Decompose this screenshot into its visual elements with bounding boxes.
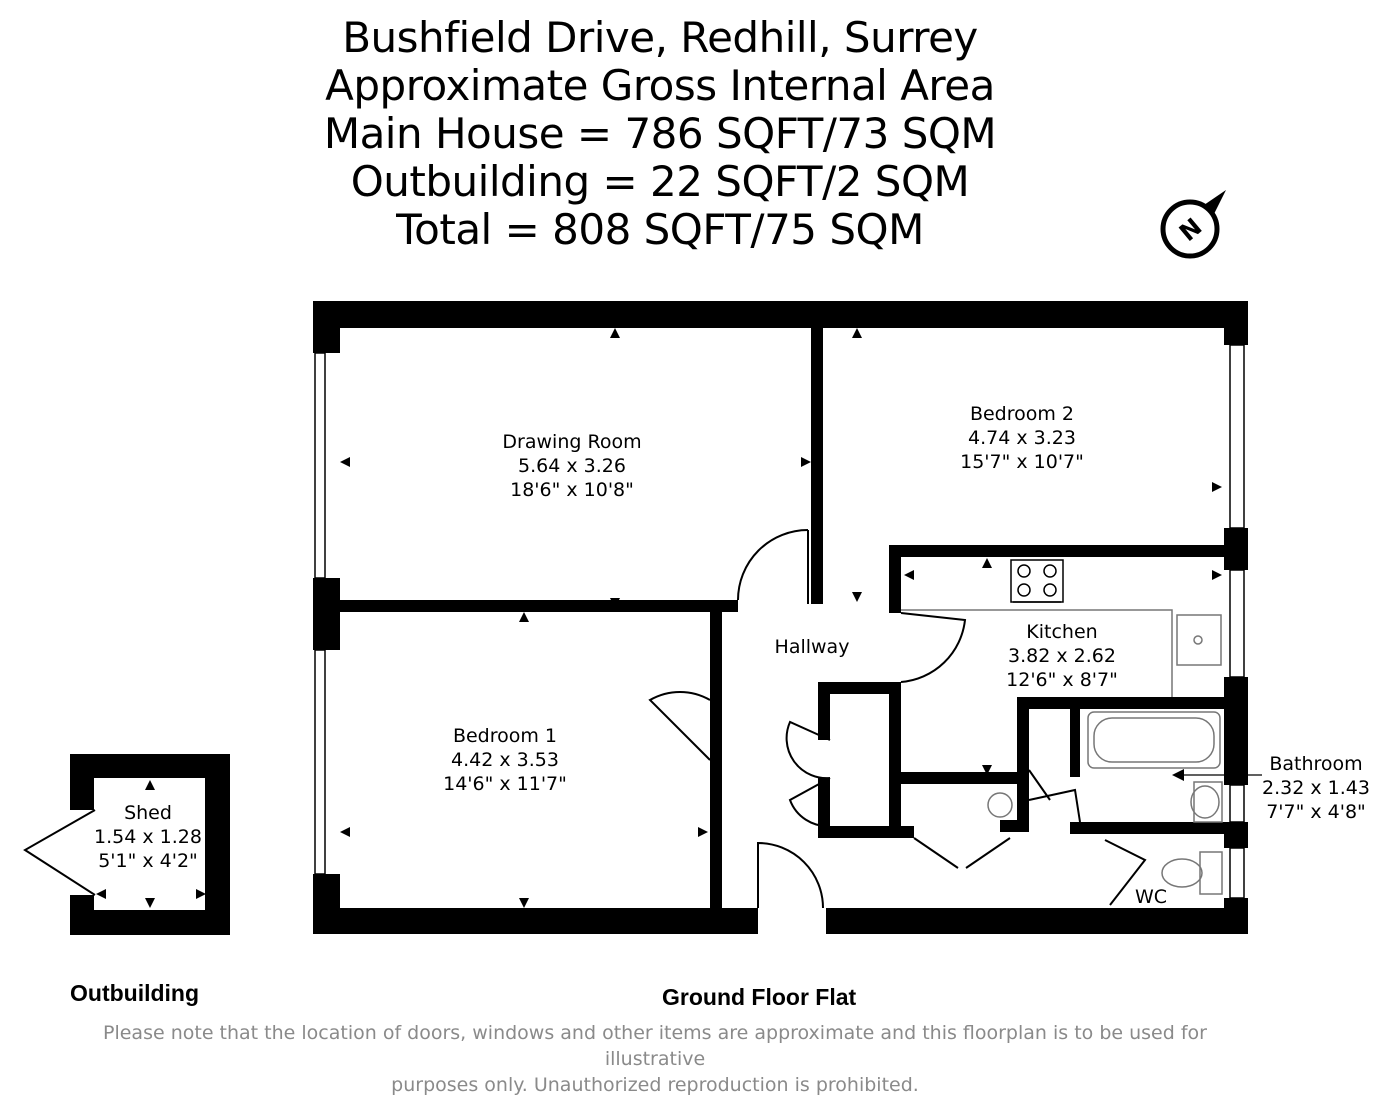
boiler-icon (987, 792, 1013, 818)
hob-icon (1010, 559, 1064, 603)
drawing-room-metric: 5.64 x 3.26 (518, 455, 626, 477)
doors (23, 529, 1147, 909)
hallway-name: Hallway (775, 636, 850, 658)
bedroom1-imperial: 14'6" x 11'7" (443, 773, 567, 795)
north-arrow-icon: N (1160, 190, 1226, 259)
dimension-markers (96, 328, 1222, 908)
disclaimer: Please note that the location of doors, … (60, 1020, 1250, 1098)
bathroom-metric: 2.32 x 1.43 (1262, 777, 1370, 799)
bathroom-pointer-arrow (1172, 769, 1184, 781)
address-title: Bushfield Drive, Redhill, Surrey (342, 13, 978, 62)
main-house-area: Main House = 786 SQFT/73 SQM (323, 109, 997, 158)
bedroom2-imperial: 15'7" x 10'7" (960, 451, 1084, 473)
shed-name: Shed (124, 802, 172, 824)
room-labels: Drawing Room 5.64 x 3.26 18'6" x 10'8" B… (94, 403, 1370, 908)
total-area: Total = 808 SQFT/75 SQM (396, 205, 924, 254)
windows (314, 344, 1245, 899)
kitchen-counter (901, 609, 1222, 697)
drawing-room-imperial: 18'6" x 10'8" (510, 479, 634, 501)
kitchen-name: Kitchen (1026, 621, 1097, 643)
compass-letter: N (1174, 213, 1207, 247)
bedroom2-name: Bedroom 2 (970, 403, 1074, 425)
bedroom1-name: Bedroom 1 (453, 725, 557, 747)
ground-floor-caption: Ground Floor Flat (662, 984, 857, 1010)
basin-icon (1190, 781, 1223, 823)
disclaimer-line2: purposes only. Unauthorized reproduction… (391, 1074, 919, 1096)
outbuilding-area: Outbuilding = 22 SQFT/2 SQM (350, 157, 970, 206)
kitchen-metric: 3.82 x 2.62 (1008, 645, 1116, 667)
bathroom-imperial: 7'7" x 4'8" (1266, 801, 1366, 823)
shed-walls (70, 754, 230, 935)
drawing-room-name: Drawing Room (502, 431, 641, 453)
bedroom2-metric: 4.74 x 3.23 (968, 427, 1076, 449)
outbuilding-caption: Outbuilding (70, 980, 200, 1006)
bedroom1-metric: 4.42 x 3.53 (451, 749, 559, 771)
main-house-walls (313, 301, 1248, 934)
title-block: Bushfield Drive, Redhill, Surrey Approxi… (300, 14, 1020, 254)
shed-metric: 1.54 x 1.28 (94, 826, 202, 848)
wc-name: WC (1135, 886, 1167, 908)
disclaimer-line1: Please note that the location of doors, … (103, 1022, 1207, 1070)
shed-imperial: 5'1" x 4'2" (98, 850, 198, 872)
area-heading: Approximate Gross Internal Area (325, 61, 995, 110)
kitchen-imperial: 12'6" x 8'7" (1006, 669, 1118, 691)
bathroom-name: Bathroom (1269, 753, 1362, 775)
bath-icon (1087, 711, 1221, 769)
toilet-icon (1161, 851, 1223, 895)
